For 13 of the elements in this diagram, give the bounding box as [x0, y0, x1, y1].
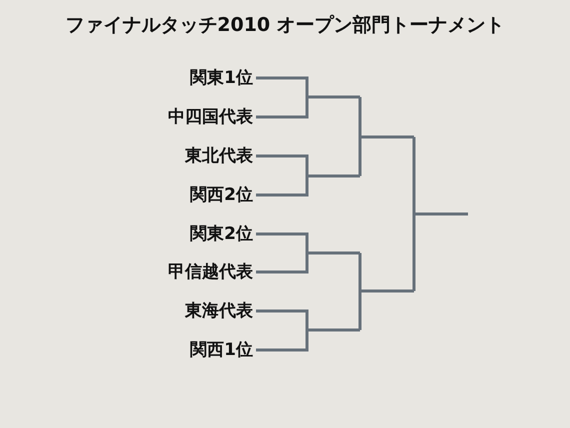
bracket-line	[256, 232, 308, 274]
team-label: 関東2位	[190, 223, 253, 245]
bracket-line	[256, 154, 308, 196]
team-label: 関西2位	[190, 184, 253, 206]
team-label: 甲信越代表	[168, 261, 253, 283]
team-label: 東海代表	[185, 300, 253, 322]
team-label: 東北代表	[185, 145, 253, 167]
team-label: 関西1位	[190, 339, 253, 361]
team-label: 中四国代表	[168, 106, 253, 128]
title: ファイナルタッチ2010 オープン部門トーナメント	[64, 13, 506, 38]
bracket-line	[256, 310, 308, 352]
bracket-line	[256, 76, 308, 118]
team-label: 関東1位	[190, 67, 253, 89]
